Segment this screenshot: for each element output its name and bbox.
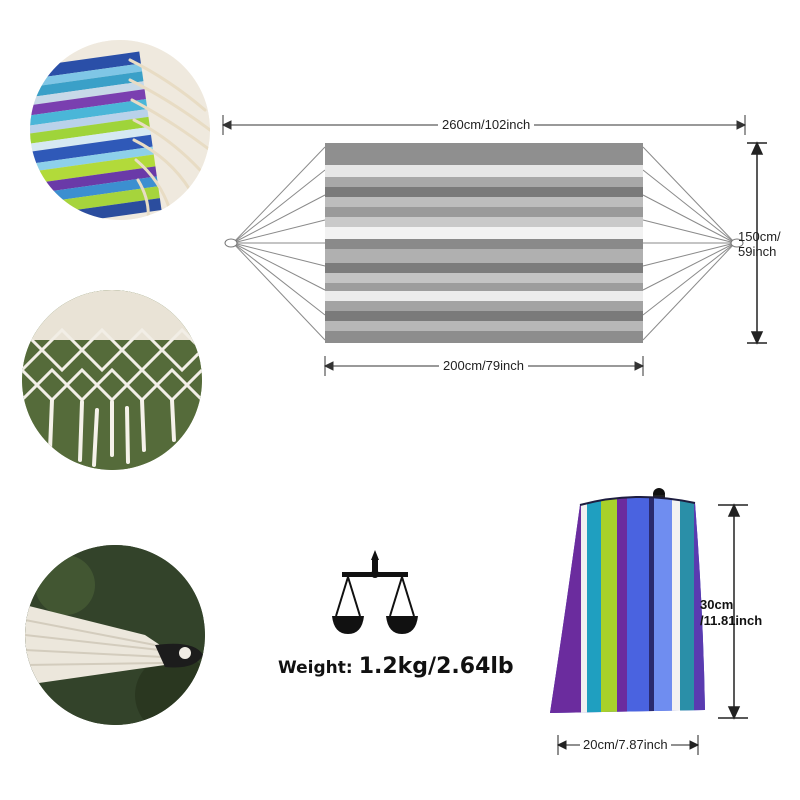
weight-label: Weight:: [278, 658, 353, 678]
weight-value: 1.2kg/2.64lb: [358, 654, 514, 679]
fabric-fringe-photo: [30, 40, 210, 220]
total-length-label: 260cm/102inch: [438, 117, 535, 132]
width-label: 150cm/ 59inch: [738, 229, 781, 259]
right-ropes: [642, 146, 736, 341]
right-ring: [730, 238, 744, 248]
macrame-fringe-photo: [22, 290, 202, 470]
bag-width-label: 20cm/7.87inch: [580, 737, 671, 752]
bed-length-label: 200cm/79inch: [439, 358, 528, 373]
left-ring: [224, 238, 238, 248]
hammock-bed: [325, 143, 643, 343]
carry-bag-illustration: [550, 488, 705, 714]
hammock-diagram: [221, 115, 767, 376]
width-dimension-line: [747, 141, 767, 345]
bag-dimension-lines: [556, 503, 748, 755]
balance-scale-icon: [332, 550, 418, 634]
left-ropes: [232, 146, 326, 341]
bag-height-label: 30cm /11.81inch: [700, 597, 763, 628]
weight-text: Weight:1.2kg/2.64lb: [278, 654, 514, 679]
rope-end-photo: [25, 545, 205, 725]
